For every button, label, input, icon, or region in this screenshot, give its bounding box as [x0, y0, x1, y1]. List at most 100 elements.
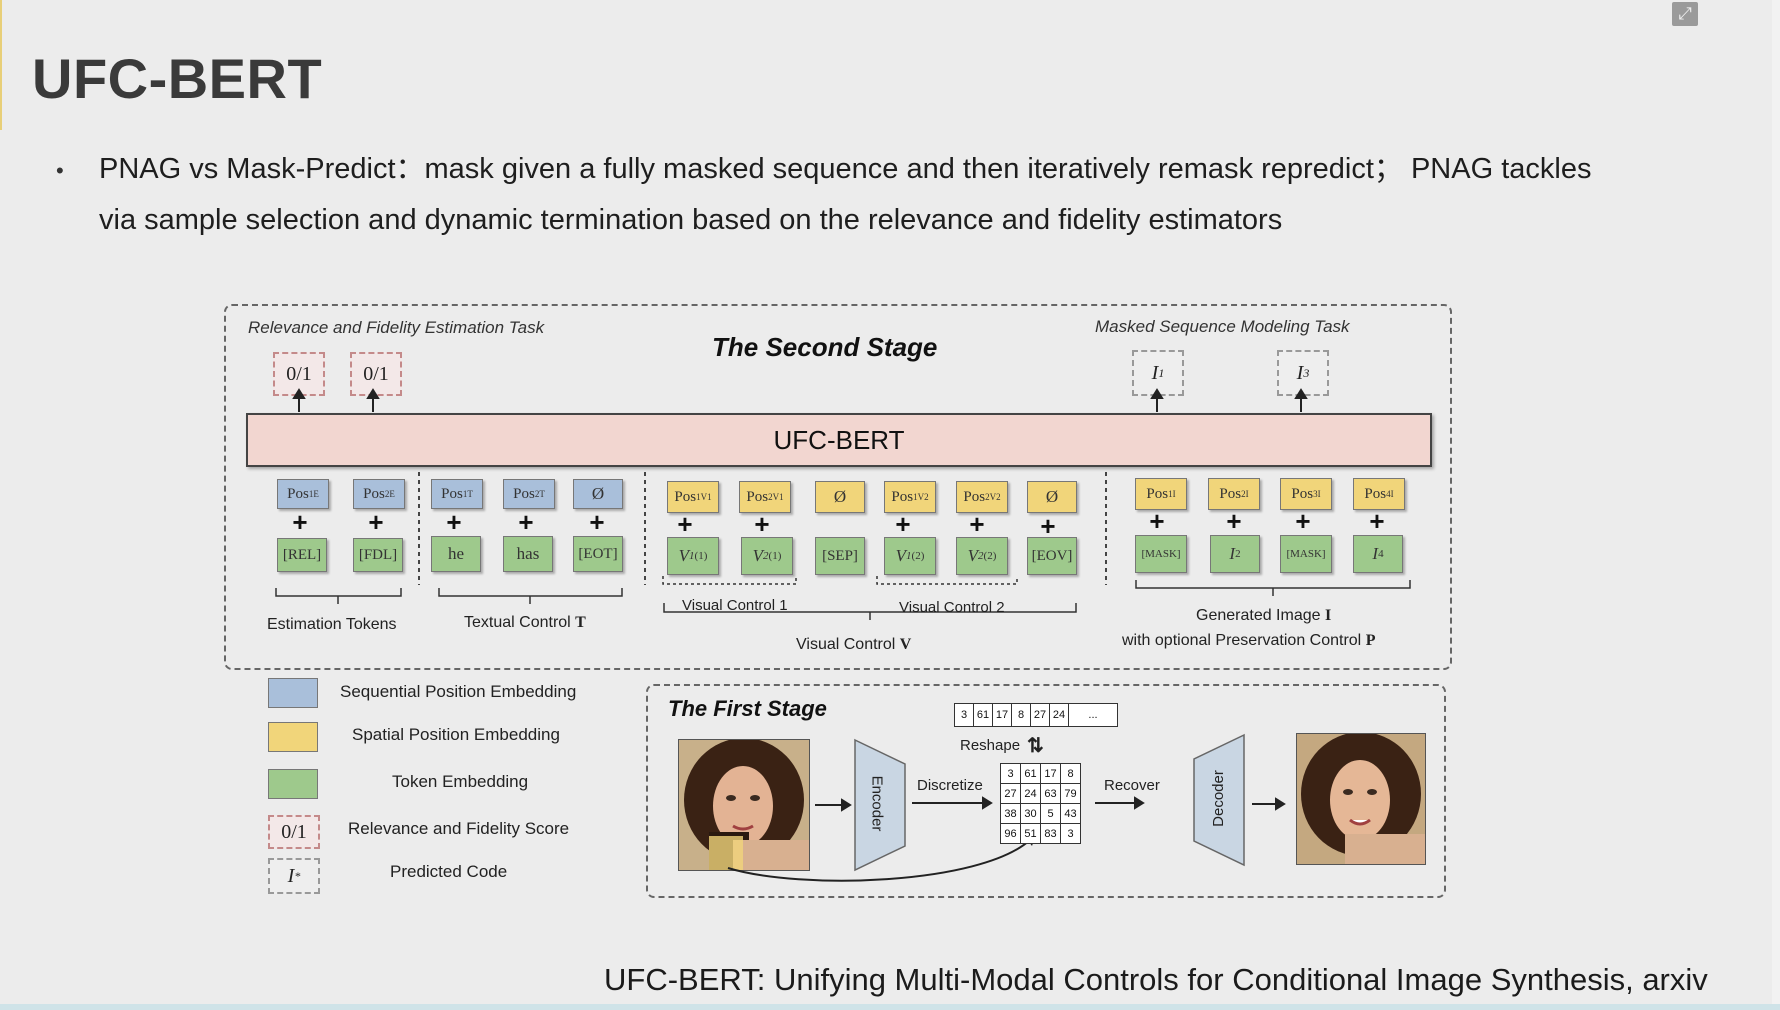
legend-label-token: Token Embedding [392, 772, 529, 791]
ufc-bert-model-bar: UFC-BERT [246, 413, 1432, 467]
textual-caption: Textual Control T [464, 614, 586, 631]
token-rel: [REL] [277, 538, 327, 572]
exit-fullscreen-button[interactable]: ⤢ [1672, 2, 1698, 26]
sequence-cell: 3 [954, 703, 974, 727]
token-he: he [431, 536, 481, 572]
output-face-image [1296, 733, 1426, 865]
plus-icon: + [292, 507, 308, 537]
first-stage-box [646, 684, 1446, 898]
token-fdl: [FDL] [353, 538, 403, 572]
code-cell: 30 [1020, 803, 1041, 824]
legend-swatch-predicted: I* [268, 858, 320, 894]
encoder-label: Encoder [868, 775, 886, 832]
decoder-label: Decoder [1209, 770, 1227, 827]
plus-icon: + [518, 507, 534, 537]
sequence-cell: 27 [1030, 703, 1050, 727]
legend-label-score: Relevance and Fidelity Score [348, 819, 570, 838]
legend-swatch-spatial [268, 722, 318, 752]
left-accent-bar [0, 0, 2, 130]
code-cell: 17 [1040, 763, 1061, 784]
bullet-text: PNAG vs Mask-Predict：mask given a fully … [99, 153, 1592, 236]
token-mask-1: [MASK] [1135, 535, 1187, 573]
token-sep: [SEP] [815, 537, 865, 575]
visual-control-2-caption: Visual Control 2 [899, 599, 1005, 616]
visual-caption: Visual Control V [796, 636, 912, 653]
code-cell: 8 [1060, 763, 1081, 784]
legend-swatch-sequential [268, 678, 318, 708]
plus-icon: + [1295, 506, 1311, 536]
token-mask-3: [MASK] [1280, 535, 1332, 573]
code-cell: 24 [1020, 783, 1041, 804]
reshape-label: Reshape [960, 737, 1021, 754]
bottom-edge [0, 1004, 1780, 1010]
plus-icon: + [1226, 506, 1242, 536]
code-cell: 3 [1060, 823, 1081, 844]
code-cell: 38 [1000, 803, 1021, 824]
generated-caption-line2: with optional Preservation Control P [1122, 632, 1376, 649]
code-cell: 43 [1060, 803, 1081, 824]
model-label: UFC-BERT [773, 424, 905, 455]
generated-caption-line1: Generated Image I [1196, 607, 1332, 624]
code-cell: 83 [1040, 823, 1061, 844]
pos-emb-empty: Ø [1027, 481, 1077, 513]
plus-icon: + [368, 507, 384, 537]
right-task-label: Masked Sequence Modeling Task [1095, 317, 1350, 336]
bullet-dot: • [56, 158, 64, 183]
code-cell: 5 [1040, 803, 1061, 824]
plus-icon: + [895, 509, 911, 539]
pos-emb-empty: Ø [815, 481, 865, 513]
estimation-caption: Estimation Tokens [267, 616, 397, 633]
slide-title: UFC-BERT [32, 47, 323, 110]
plus-icon: + [969, 509, 985, 539]
second-stage-title: The Second Stage [712, 332, 938, 362]
code-cell: 63 [1040, 783, 1061, 804]
legend-label-predicted: Predicted Code [390, 862, 508, 881]
plus-icon: + [1369, 506, 1385, 536]
left-task-label: Relevance and Fidelity Estimation Task [248, 318, 545, 337]
code-cell: 96 [1000, 823, 1021, 844]
code-cell: 61 [1020, 763, 1041, 784]
code-cell: 3 [1000, 763, 1021, 784]
sequence-cell: 17 [992, 703, 1012, 727]
first-stage-title: The First Stage [668, 696, 827, 721]
plus-icon: + [589, 507, 605, 537]
token-eot: [EOT] [573, 536, 623, 572]
recover-label: Recover [1104, 777, 1160, 794]
second-stage-box [224, 304, 1452, 670]
reshape-arrows-icon: ⇅ [1027, 735, 1044, 757]
code-cell: 27 [1000, 783, 1021, 804]
legend-label-spatial: Spatial Position Embedding [352, 725, 560, 744]
visual-control-1-caption: Visual Control 1 [682, 597, 788, 614]
paper-citation: UFC-BERT: Unifying Multi-Modal Controls … [604, 962, 1708, 997]
plus-icon: + [754, 509, 770, 539]
sequence-cell: ... [1068, 703, 1118, 727]
token-eov: [EOV] [1027, 537, 1077, 575]
plus-icon: + [446, 507, 462, 537]
input-face-image [678, 739, 810, 871]
legend-swatch-token [268, 769, 318, 799]
pos-emb-empty: Ø [573, 479, 623, 509]
legend-swatch-score: 0/1 [268, 815, 320, 849]
plus-icon: + [1040, 511, 1056, 541]
right-scroll-edge [1772, 0, 1780, 1010]
code-cell: 51 [1020, 823, 1041, 844]
